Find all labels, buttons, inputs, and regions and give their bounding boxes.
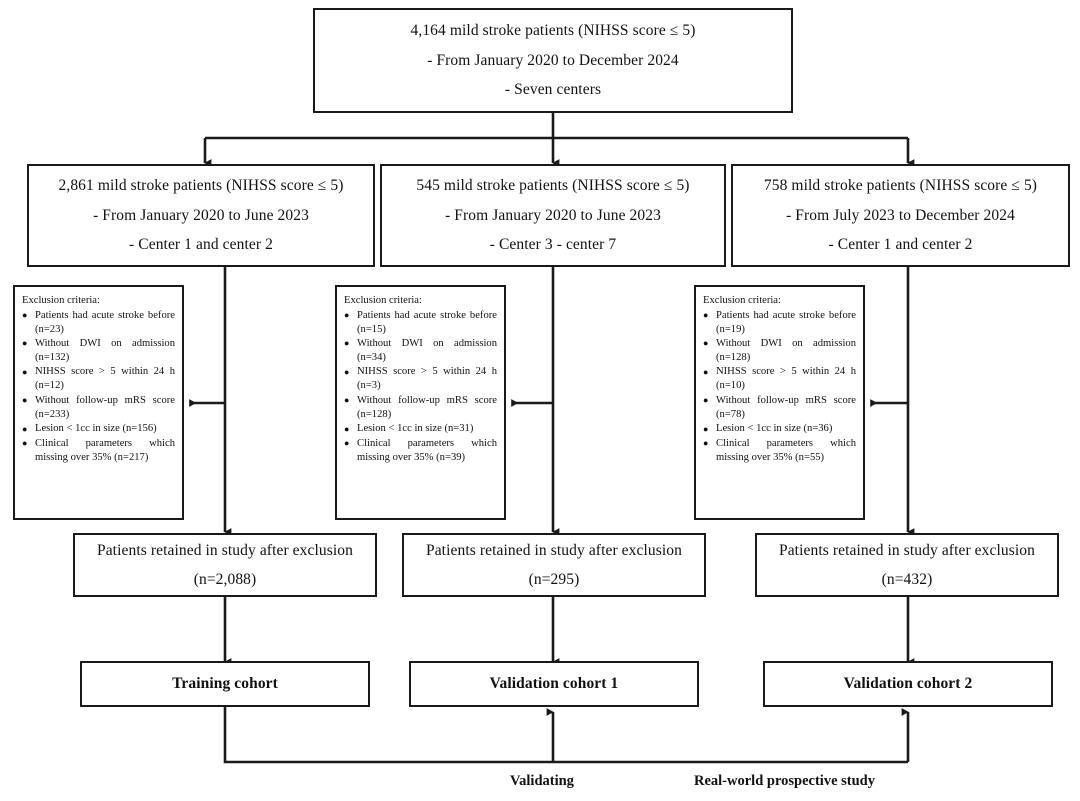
exclusion-item-text: Without follow-up mRS score (n=128) (357, 394, 497, 420)
retained-box-2-line-1: Patients retained in study after exclusi… (425, 541, 682, 559)
cohort-box-validation-1: Validation cohort 1 (409, 661, 699, 707)
exclusion-item-text: Without follow-up mRS score (n=233) (35, 394, 175, 420)
exclusion-item-text: Without DWI on admission (n=128) (716, 337, 856, 363)
exclusion-item-text: Patients had acute stroke before (n=23) (35, 309, 175, 335)
exclusion-item-text: Without follow-up mRS score (n=78) (716, 394, 856, 420)
bullet-icon: ● (22, 395, 28, 406)
exclusion-item-text: Lesion < 1cc in size (n=156) (35, 423, 157, 435)
stage-box-2-line-1: 545 mild stroke patients (NIHSS score ≤ … (416, 177, 690, 195)
exclusion-item-text: Clinical parameters which missing over 3… (35, 437, 175, 463)
bullet-icon: ● (703, 438, 709, 449)
cohort-box-validation-2-label: Validation cohort 2 (843, 675, 973, 693)
exclusion-item-text: Clinical parameters which missing over 3… (716, 437, 856, 463)
exclusion-box-3-list: ● Patients had acute stroke before (n=19)… (703, 309, 856, 465)
cohort-box-training: Training cohort (80, 661, 370, 707)
retained-box-1: Patients retained in study after exclusi… (73, 533, 377, 597)
exclusion-item-text: Patients had acute stroke before (n=19) (716, 309, 856, 335)
bullet-icon: ● (703, 338, 709, 349)
exclusion-box-1-list: ● Patients had acute stroke before (n=23)… (22, 309, 175, 465)
exclusion-item-text: Lesion < 1cc in size (n=36) (716, 423, 833, 435)
stage-box-2-line-3: - Center 3 - center 7 (489, 236, 617, 254)
exclusion-item-text: Patients had acute stroke before (n=15) (357, 309, 497, 335)
exclusion-item: ● NIHSS score > 5 within 24 h (n=12) (22, 365, 175, 393)
bullet-icon: ● (22, 310, 28, 321)
top-cohort-box: 4,164 mild stroke patients (NIHSS score … (313, 8, 793, 113)
top-box-line-3: - Seven centers (504, 81, 602, 99)
exclusion-item: ● Clinical parameters which missing over … (344, 437, 497, 465)
bullet-icon: ● (344, 438, 350, 449)
exclusion-item: ● Patients had acute stroke before (n=19) (703, 309, 856, 337)
exclusion-box-3-title: Exclusion criteria: (703, 295, 781, 306)
exclusion-box-1: Exclusion criteria: ● Patients had acute … (13, 285, 184, 520)
bullet-icon: ● (344, 338, 350, 349)
exclusion-item: ● Without DWI on admission (n=34) (344, 337, 497, 365)
stage-box-3-line-2: - From July 2023 to December 2024 (786, 206, 1015, 224)
bullet-icon: ● (22, 438, 28, 449)
exclusion-item: ● Lesion < 1cc in size (n=36) (703, 422, 856, 436)
exclusion-item: ● Lesion < 1cc in size (n=156) (22, 422, 175, 436)
exclusion-item-text: NIHSS score > 5 within 24 h (n=3) (357, 366, 497, 392)
stage-box-3-line-3: - Center 1 and center 2 (828, 236, 973, 254)
exclusion-box-1-title: Exclusion criteria: (22, 295, 100, 306)
exclusion-item: ● Patients had acute stroke before (n=15) (344, 309, 497, 337)
stage-box-1-line-3: - Center 1 and center 2 (129, 236, 273, 254)
bullet-icon: ● (703, 395, 709, 406)
stage-box-3: 758 mild stroke patients (NIHSS score ≤ … (731, 164, 1070, 267)
exclusion-item-text: Lesion < 1cc in size (n=31) (357, 423, 474, 435)
cohort-box-validation-1-label: Validation cohort 1 (489, 675, 619, 693)
caption-validating: Validating (510, 773, 574, 789)
exclusion-item-text: NIHSS score > 5 within 24 h (n=12) (35, 366, 175, 392)
stage-box-2-line-2: - From January 2020 to June 2023 (445, 206, 661, 224)
exclusion-item: ● Clinical parameters which missing over … (22, 437, 175, 465)
cohort-box-validation-2: Validation cohort 2 (763, 661, 1053, 707)
exclusion-item-text: Without DWI on admission (n=34) (357, 337, 497, 363)
stage-box-2: 545 mild stroke patients (NIHSS score ≤ … (380, 164, 726, 267)
bullet-icon: ● (22, 338, 28, 349)
bullet-icon: ● (22, 423, 28, 434)
bullet-icon: ● (344, 310, 350, 321)
exclusion-item: ● Without follow-up mRS score (n=233) (22, 394, 175, 422)
stage-box-1-line-1: 2,861 mild stroke patients (NIHSS score … (58, 177, 344, 195)
exclusion-item: ● Lesion < 1cc in size (n=31) (344, 422, 497, 436)
bullet-icon: ● (344, 366, 350, 377)
stage-box-1: 2,861 mild stroke patients (NIHSS score … (27, 164, 375, 267)
retained-box-3-line-1: Patients retained in study after exclusi… (778, 541, 1035, 559)
bullet-icon: ● (22, 366, 28, 377)
exclusion-box-2-list: ● Patients had acute stroke before (n=15)… (344, 309, 497, 465)
exclusion-box-2-title: Exclusion criteria: (344, 295, 422, 306)
exclusion-item: ● NIHSS score > 5 within 24 h (n=3) (344, 365, 497, 393)
retained-box-1-count: (n=2,088) (193, 571, 257, 588)
caption-real-world-prospective-study: Real-world prospective study (694, 773, 875, 789)
exclusion-item: ● Without DWI on admission (n=132) (22, 337, 175, 365)
exclusion-item: ● Without DWI on admission (n=128) (703, 337, 856, 365)
exclusion-item-text: Without DWI on admission (n=132) (35, 337, 175, 363)
exclusion-box-2: Exclusion criteria: ● Patients had acute … (335, 285, 506, 520)
cohort-box-training-label: Training cohort (172, 675, 278, 693)
retained-box-3: Patients retained in study after exclusi… (755, 533, 1059, 597)
exclusion-item: ● Clinical parameters which missing over … (703, 437, 856, 465)
exclusion-box-3: Exclusion criteria: ● Patients had acute … (694, 285, 865, 520)
exclusion-item: ● Without follow-up mRS score (n=78) (703, 394, 856, 422)
stage-box-3-line-1: 758 mild stroke patients (NIHSS score ≤ … (763, 177, 1038, 195)
exclusion-item: ● Patients had acute stroke before (n=23) (22, 309, 175, 337)
bullet-icon: ● (703, 310, 709, 321)
bullet-icon: ● (344, 395, 350, 406)
bullet-icon: ● (703, 423, 709, 434)
retained-box-2: Patients retained in study after exclusi… (402, 533, 706, 597)
exclusion-item-text: NIHSS score > 5 within 24 h (n=10) (716, 366, 856, 392)
retained-box-3-count: (n=432) (881, 571, 933, 588)
stage-box-1-line-2: - From January 2020 to June 2023 (93, 206, 309, 224)
exclusion-item-text: Clinical parameters which missing over 3… (357, 437, 497, 463)
exclusion-item: ● NIHSS score > 5 within 24 h (n=10) (703, 365, 856, 393)
retained-box-2-count: (n=295) (528, 571, 580, 588)
top-box-line-2: - From January 2020 to December 2024 (427, 51, 679, 69)
bullet-icon: ● (344, 423, 350, 434)
top-box-line-1: 4,164 mild stroke patients (NIHSS score … (410, 22, 696, 40)
bullet-icon: ● (703, 366, 709, 377)
exclusion-item: ● Without follow-up mRS score (n=128) (344, 394, 497, 422)
retained-box-1-line-1: Patients retained in study after exclusi… (96, 541, 353, 559)
